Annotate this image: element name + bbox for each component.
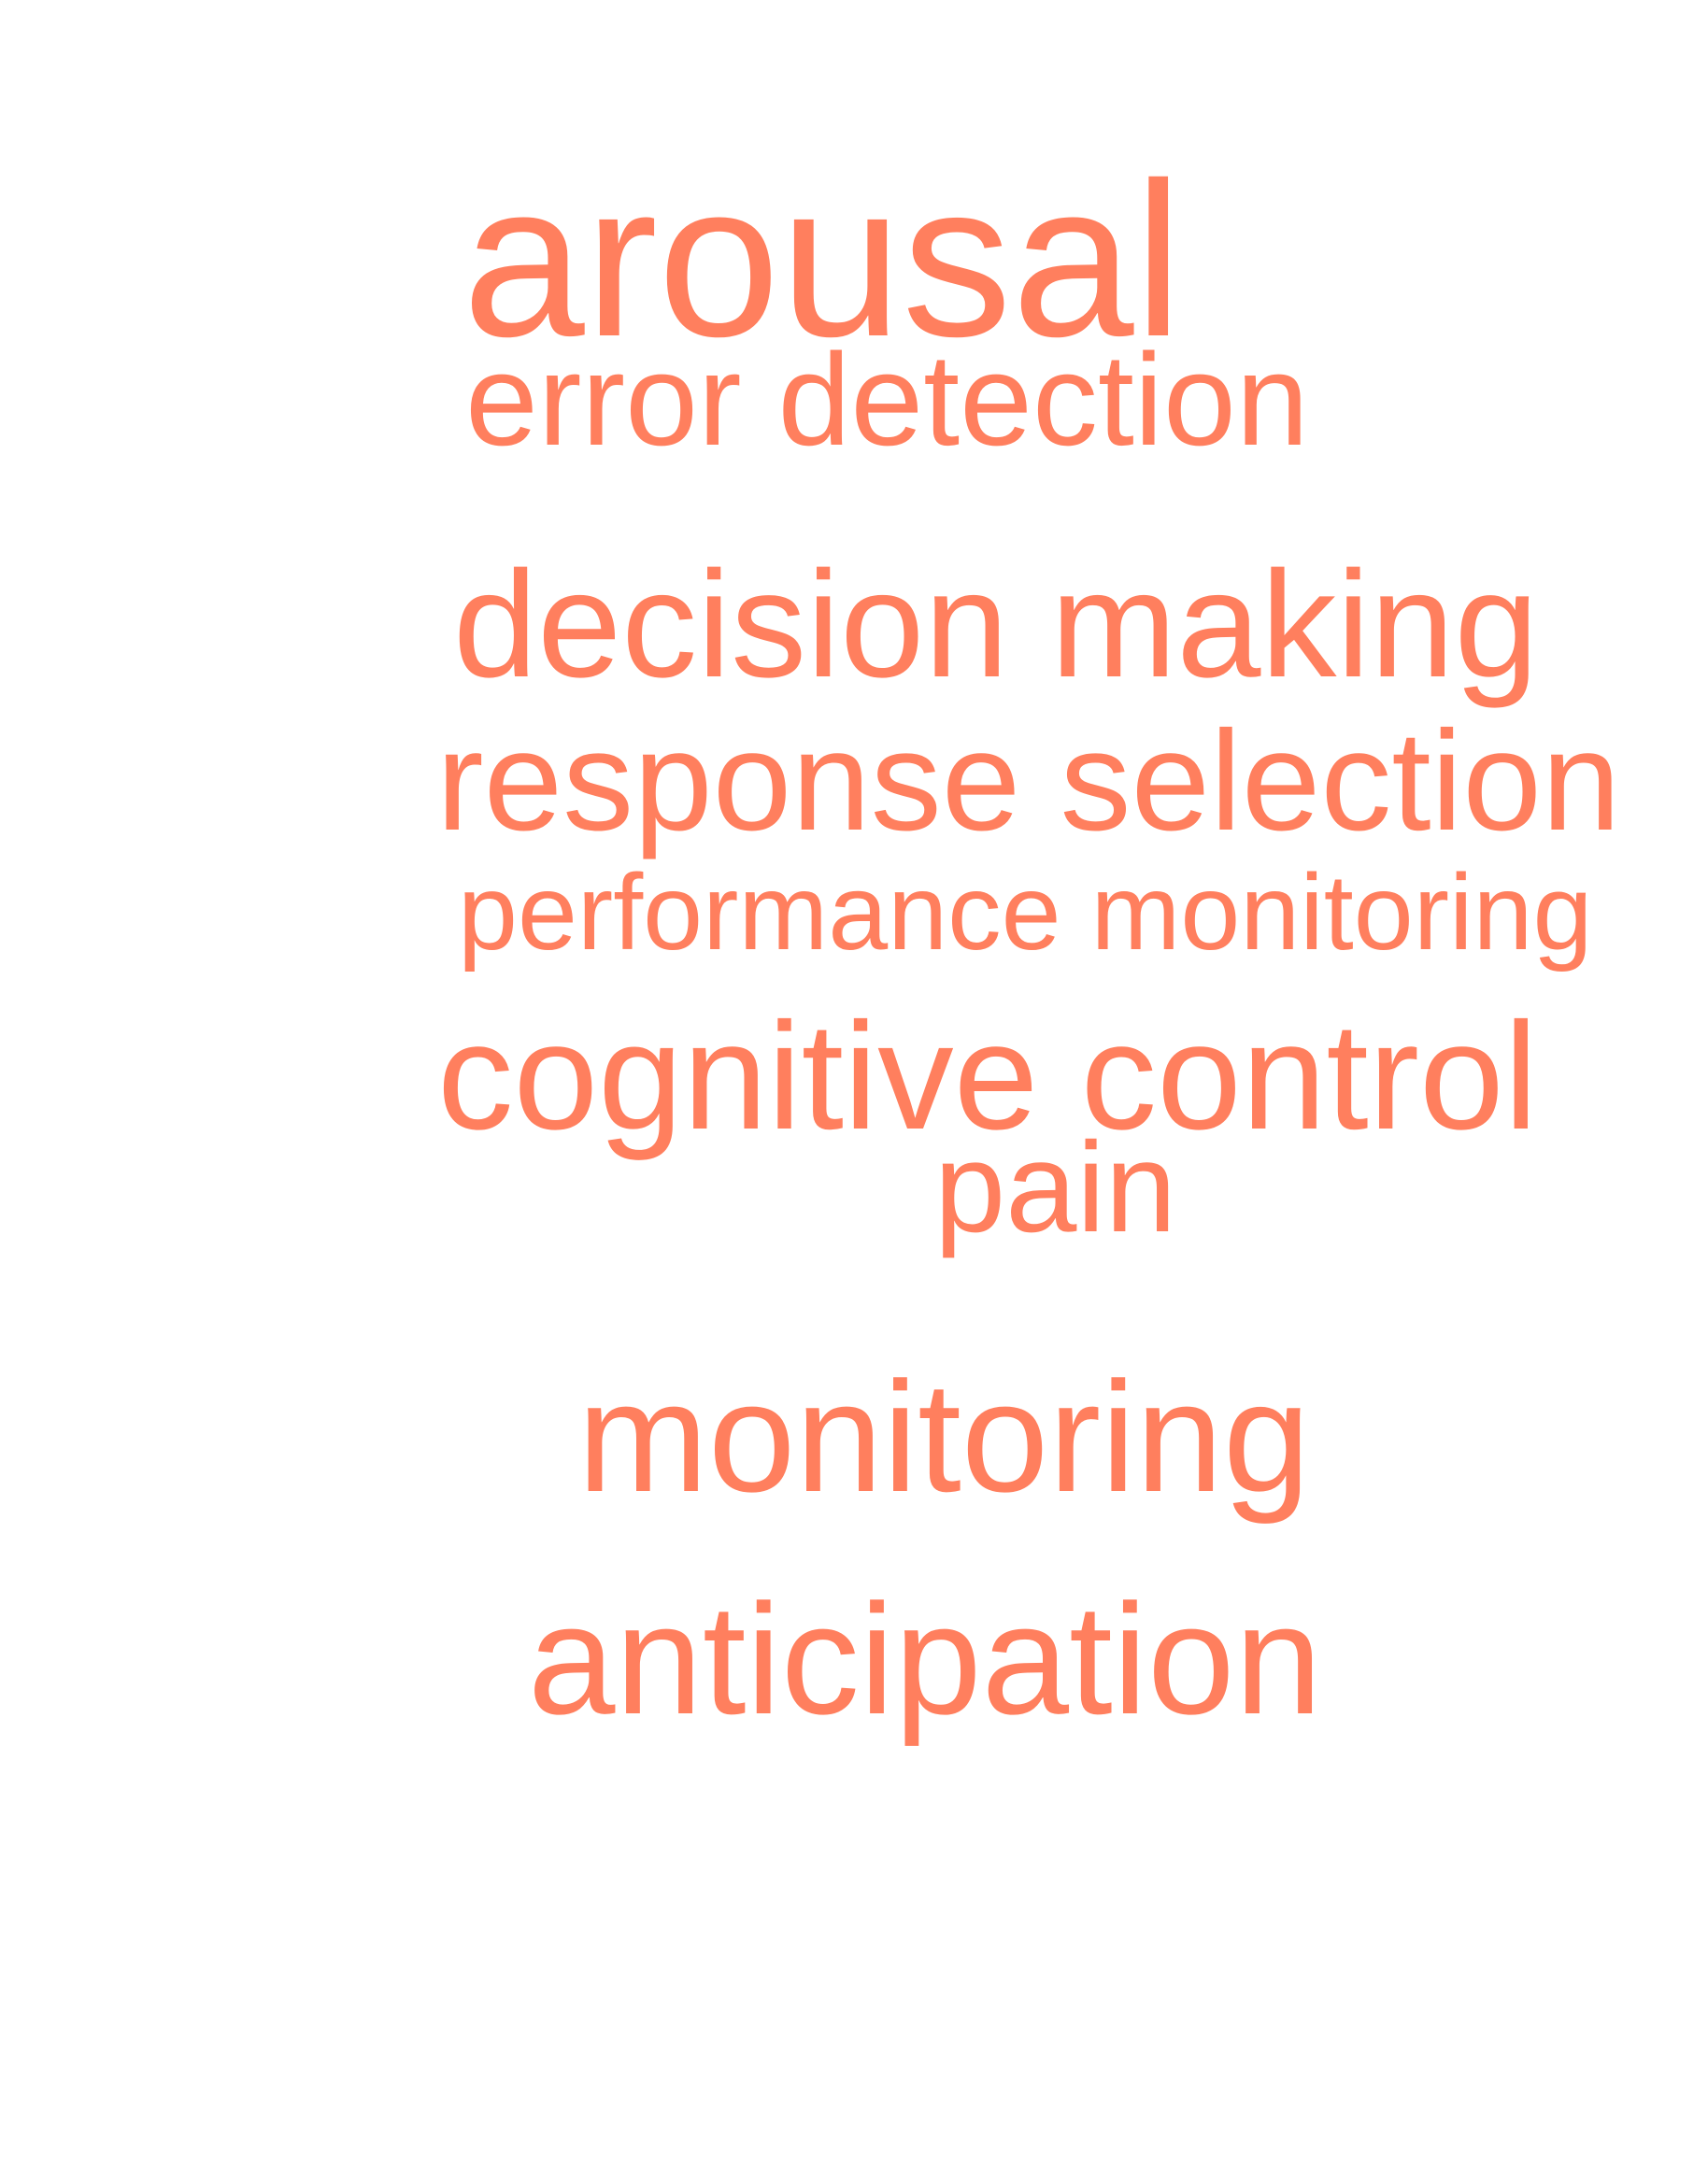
word-performance-monitoring: performance monitoring [458,853,1593,973]
word-monitoring: monitoring [577,1349,1311,1525]
word-error-detection: error detection [465,326,1309,473]
word-cognitive-control: cognitive control [437,990,1538,1161]
word-decision-making: decision making [453,540,1539,709]
word-response-selection: response selection [436,702,1621,860]
word-anticipation: anticipation [528,1571,1322,1747]
word-pain: pain [934,1116,1177,1259]
word-arousal: arousal [463,136,1183,382]
